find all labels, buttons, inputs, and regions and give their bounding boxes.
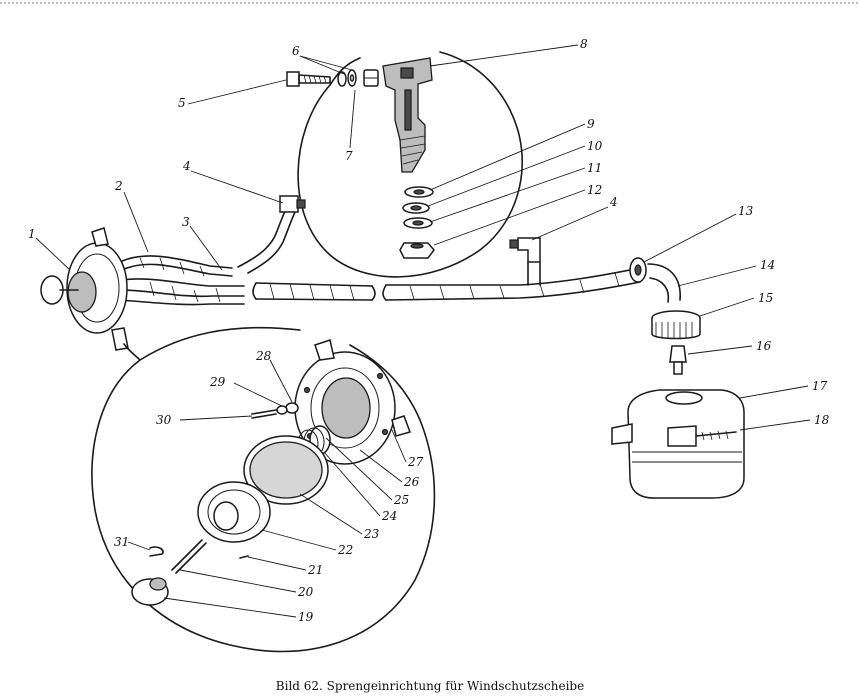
small-pin (239, 555, 249, 559)
callout-8: 8 (580, 37, 588, 51)
callout-27: 27 (407, 455, 424, 469)
figure-caption: Bild 62. Sprengeinrichtung für Windschut… (276, 679, 584, 693)
nozzle-detail-circle (297, 51, 523, 278)
callout-14: 14 (760, 258, 775, 272)
hose-elbow-right (509, 237, 541, 286)
callout-31: 31 (114, 535, 129, 549)
nozzle-nut (363, 69, 379, 87)
reservoir (611, 389, 745, 499)
hoses (117, 204, 681, 306)
nozzle-body (382, 57, 433, 173)
callout-21: 21 (307, 563, 323, 577)
callout-2: 2 (114, 179, 123, 193)
hose-elbow-left (279, 195, 306, 213)
screw (286, 71, 331, 87)
callout-23: 23 (363, 527, 380, 541)
callout-4-right: 4 (609, 195, 618, 209)
callout-20: 20 (297, 585, 314, 599)
callout-25: 25 (393, 493, 409, 507)
callout-6: 6 (292, 44, 300, 58)
callout-5: 5 (178, 96, 186, 110)
callout-29: 29 (209, 375, 226, 389)
pump-unit (40, 227, 141, 361)
callout-numbers: 1 2 3 4 4 5 6 7 8 9 10 11 12 13 14 15 16… (28, 37, 830, 624)
grommet (629, 257, 647, 283)
callout-11: 11 (587, 161, 602, 175)
callout-13: 13 (738, 204, 754, 218)
callout-18: 18 (814, 413, 830, 427)
callout-1: 1 (28, 227, 36, 241)
pump-detail-circle (91, 326, 436, 653)
washers (337, 69, 357, 87)
nozzle-washers (399, 186, 435, 259)
callout-10: 10 (587, 139, 603, 153)
reservoir-cap (651, 310, 701, 340)
callout-15: 15 (758, 291, 773, 305)
push-rod (171, 539, 207, 574)
callout-28: 28 (255, 349, 272, 363)
callout-9: 9 (587, 117, 595, 131)
diaphragm (243, 435, 329, 505)
pump-knob (131, 577, 169, 606)
callout-12: 12 (587, 183, 602, 197)
callout-4-left: 4 (182, 159, 191, 173)
callout-7: 7 (345, 149, 353, 163)
valve (669, 345, 687, 375)
callout-22: 22 (337, 543, 353, 557)
callout-16: 16 (756, 339, 772, 353)
callout-26: 26 (403, 475, 420, 489)
pump-cover (197, 481, 271, 543)
spring-clip (149, 546, 164, 557)
small-screws (251, 402, 299, 419)
callout-24: 24 (381, 509, 397, 523)
callout-30: 30 (156, 413, 172, 427)
leader-lines (35, 44, 811, 618)
callout-3: 3 (182, 215, 190, 229)
callout-17: 17 (812, 379, 828, 393)
callout-19: 19 (298, 610, 314, 624)
